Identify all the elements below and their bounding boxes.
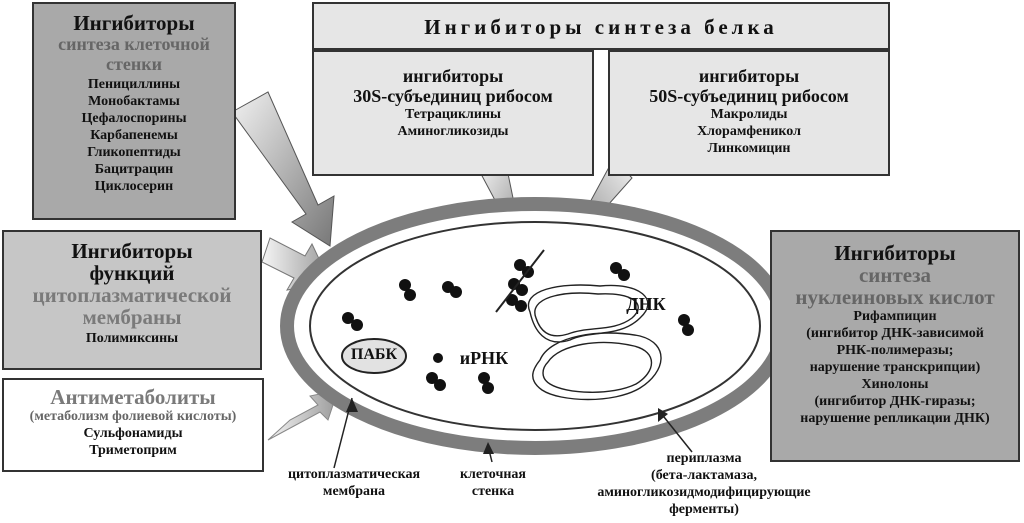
s30-title-line2: 30S-субъединиц рибосом <box>353 86 553 106</box>
membrane-title-line4: мембраны <box>82 305 182 329</box>
s50-item: Макролиды <box>710 107 788 122</box>
quinolones-label: Хинолоны <box>861 377 929 392</box>
box-50s-inhibitors: ингибиторы 50S-субъединиц рибосом Макрол… <box>608 50 890 176</box>
protein-synthesis-title: Ингибиторы синтеза белка <box>424 15 778 39</box>
rifampicin-note: РНК-полимеразы; <box>836 343 954 358</box>
nucleic-title-line2: синтеза <box>858 263 932 287</box>
pabk-label: ПАБК <box>350 346 398 363</box>
box-membrane-inhibitors: Ингибиторы функций цитоплазматической ме… <box>2 230 262 370</box>
arrow-cell-wall <box>231 91 335 247</box>
quinolones-note: нарушение репликации ДНК) <box>800 411 990 426</box>
cell-wall-item: Карбапенемы <box>90 128 178 143</box>
cyto-membrane-label-line: мембрана <box>322 484 386 499</box>
cell-wall-item: Гликопептиды <box>87 145 181 160</box>
cyto-membrane-label: цитоплазматическая мембрана <box>268 466 440 500</box>
s30-title-line1: ингибиторы <box>402 66 504 86</box>
cell-wall-title-line2: синтеза клеточной <box>58 34 210 54</box>
nucleic-title-line3: нуклеиновых кислот <box>795 285 995 309</box>
s50-title-line1: ингибиторы <box>698 66 800 86</box>
periplasm-label-line: периплазма <box>666 451 742 466</box>
periplasm-label-line: ферменты) <box>669 502 739 517</box>
antimetabolites-subtitle: (метаболизм фолиевой кислоты) <box>29 409 237 424</box>
quinolones-note: (ингибитор ДНК-гиразы; <box>814 394 976 409</box>
membrane-item: Полимиксины <box>85 331 179 346</box>
irnk-label: иРНК <box>459 348 509 368</box>
box-30s-inhibitors: ингибиторы 30S-субъединиц рибосом Тетрац… <box>312 50 594 176</box>
membrane-title-line3: цитоплазматической <box>32 283 232 307</box>
membrane-title-line1: Ингибиторы <box>71 239 193 263</box>
cell-wall-item: Монобактамы <box>88 94 180 109</box>
periplasm-label: периплазма (бета-лактамаза, аминогликози… <box>586 450 822 518</box>
periplasm-label-line: (бета-лактамаза, <box>651 468 757 483</box>
cytoplasmic-membrane <box>309 221 761 431</box>
cell-wall-label: клеточная стенка <box>448 466 538 500</box>
pointer-periplasm <box>659 411 693 453</box>
pabk-ellipse <box>341 338 407 374</box>
ribosomes <box>342 259 694 394</box>
cell-wall-label-line: стенка <box>471 484 515 499</box>
rifampicin-note: нарушение транскрипции) <box>809 360 981 375</box>
s50-title-line2: 50S-субъединиц рибосом <box>649 86 849 106</box>
membrane-title-line2: функций <box>89 261 175 285</box>
dnk-label: ДНК <box>626 294 666 314</box>
box-cell-wall-inhibitors: Ингибиторы синтеза клеточной стенки Пени… <box>32 2 236 220</box>
box-nucleic-acid-inhibitors: Ингибиторы синтеза нуклеиновых кислот Ри… <box>770 230 1020 462</box>
cell-wall-title-line3: стенки <box>106 54 162 74</box>
dna-loops <box>527 284 662 401</box>
rifampicin-note: (ингибитор ДНК-зависимой <box>806 326 984 341</box>
s50-item: Хлорамфеникол <box>697 124 801 139</box>
antimetabolites-title: Антиметаболиты <box>50 385 216 409</box>
cyto-membrane-label-line: цитоплазматическая <box>287 467 421 482</box>
rifampicin-label: Рифампицин <box>853 309 937 324</box>
cell-wall-item: Цефалоспорины <box>81 111 187 126</box>
antimetabolites-item: Триметоприм <box>89 443 177 458</box>
cell-wall-item: Бацитрацин <box>94 162 174 177</box>
antimetabolites-item: Сульфонамиды <box>83 426 183 441</box>
s30-item: Тетрациклины <box>405 107 501 122</box>
nucleic-title-line1: Ингибиторы <box>834 241 956 265</box>
s50-item: Линкомицин <box>707 141 791 156</box>
cell-wall-label-line: клеточная <box>459 467 526 482</box>
mrna-strand <box>495 249 545 313</box>
cell-wall-title-line1: Ингибиторы <box>73 11 195 35</box>
s30-item: Аминогликозиды <box>397 124 509 139</box>
periplasm-label-line: аминогликозидмодифицирующие <box>597 485 811 500</box>
box-antimetabolites: Антиметаболиты (метаболизм фолиевой кисл… <box>2 378 264 472</box>
cell-wall-item: Циклосерин <box>94 179 174 194</box>
cell-wall-item: Пенициллины <box>87 77 181 92</box>
protein-synthesis-header: Ингибиторы синтеза белка <box>312 2 890 50</box>
